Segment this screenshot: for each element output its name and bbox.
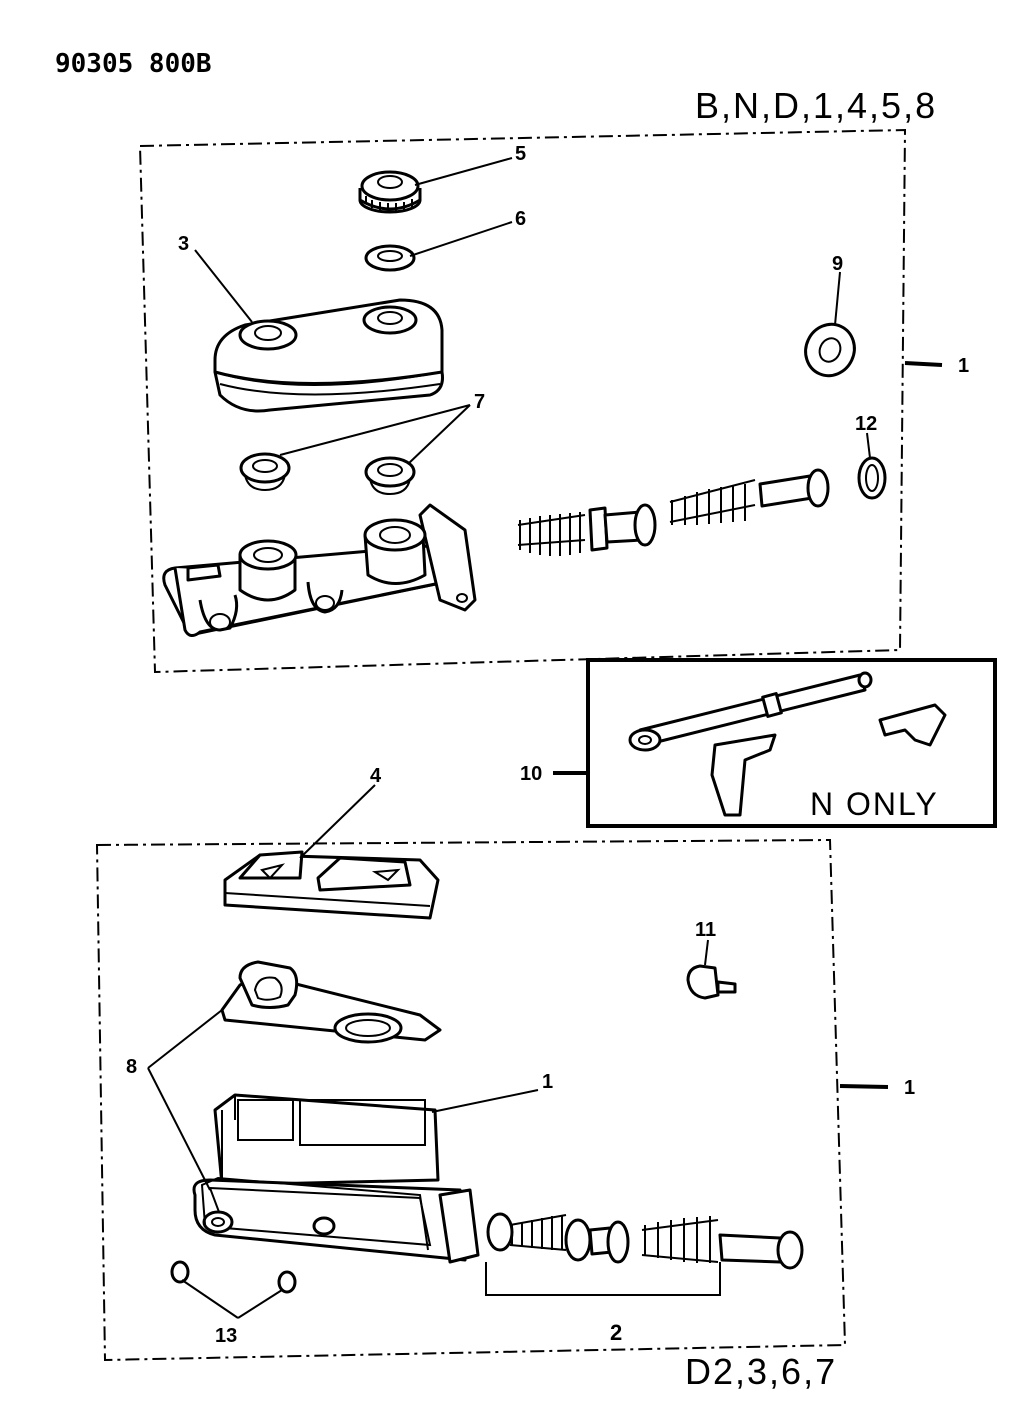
lower-model-codes: D2,3,6,7 <box>685 1351 837 1392</box>
reservoir-cover-3 <box>213 298 444 413</box>
grommets-7 <box>239 452 416 496</box>
callout-5: 5 <box>515 143 526 165</box>
callout-9: 9 <box>832 253 843 275</box>
lower-piston-spring-assembly <box>486 1212 804 1270</box>
callout-4: 4 <box>370 765 382 787</box>
bleeder-caps-13 <box>170 1260 297 1294</box>
upper-piston-spring-assembly <box>517 468 830 556</box>
retainer-clip-a <box>878 703 947 747</box>
drawing-number: 90305 800B <box>55 49 212 79</box>
callout-7: 7 <box>474 391 485 413</box>
retainer-bail <box>200 1176 429 1251</box>
reservoir-cap-5 <box>358 170 422 214</box>
callout-13: 13 <box>215 1325 237 1347</box>
callout-11: 11 <box>695 919 716 941</box>
washer-9 <box>804 322 856 378</box>
push-rod <box>628 671 873 752</box>
leader-lines <box>147 157 871 1319</box>
callout-3: 3 <box>178 233 189 255</box>
callout-10: 10 <box>520 763 542 785</box>
fitting-11 <box>686 964 737 1000</box>
lower-assembly-marker <box>839 1084 889 1089</box>
reservoir-gasket-8 <box>220 960 442 1044</box>
reservoir-cover-4 <box>223 850 440 920</box>
upper-master-cylinder-body <box>162 503 477 637</box>
bracket-2 <box>485 1262 721 1296</box>
callout-8: 8 <box>126 1056 137 1078</box>
callout-1-body: 1 <box>542 1071 553 1093</box>
callout-12: 12 <box>855 413 877 435</box>
lower-master-cylinder-body <box>192 1093 480 1264</box>
callout-1-upper: 1 <box>958 355 969 377</box>
callout-6: 6 <box>515 208 526 230</box>
snap-ring-12 <box>857 456 887 500</box>
callout-2: 2 <box>610 1320 622 1345</box>
retainer-clip-b <box>710 733 777 817</box>
cap-seal-6 <box>364 244 416 272</box>
upper-assembly-marker <box>904 361 943 367</box>
upper-model-codes: B,N,D,1,4,5,8 <box>695 85 937 126</box>
lower-assembly-boundary <box>95 838 847 1362</box>
callout-1-lower: 1 <box>904 1077 915 1099</box>
inset-note: N ONLY <box>810 786 939 822</box>
